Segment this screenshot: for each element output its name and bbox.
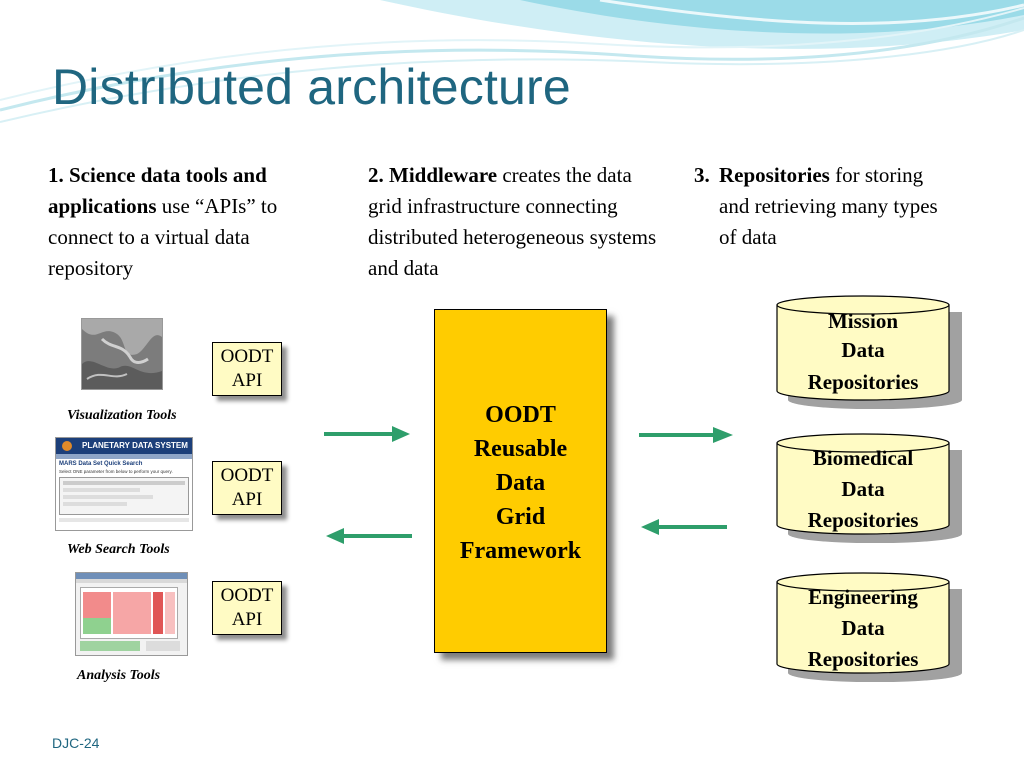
arrow-left-icon: [641, 519, 727, 535]
web-search-tool-image: PLANETARY DATA SYSTEM MARS Data Set Quic…: [55, 437, 193, 531]
analysis-tool-image: [75, 572, 188, 656]
arrow-right-icon: [639, 427, 733, 443]
arrow-left-icon: [326, 528, 412, 544]
screenshot-text: Select ONE parameter from below to perfo…: [59, 469, 173, 474]
tool-caption: Analysis Tools: [77, 668, 161, 683]
visualization-tool-image: [81, 318, 163, 390]
page-title: Distributed architecture: [52, 59, 571, 115]
oodt-framework-box: OODT Reusable Data Grid Framework: [434, 309, 607, 653]
column-text: use “APIs” to connect to a virtual data …: [48, 194, 278, 280]
column-repositories: 3. Repositories for storing and retrievi…: [694, 160, 954, 253]
column-number: 3.: [694, 163, 710, 187]
tool-caption: Visualization Tools: [67, 408, 177, 423]
column-text: for storing and retrieving many types of…: [719, 163, 938, 249]
repository-cylinder-biomedical: Biomedical Data Repositories: [776, 433, 962, 543]
repository-cylinder-engineering: Engineering Data Repositories: [776, 572, 962, 682]
column-heading: Repositories: [719, 163, 830, 187]
screenshot-subtitle: MARS Data Set Quick Search: [59, 461, 143, 467]
header-waves: [0, 0, 1024, 123]
repository-cylinder-mission: Mission Data Repositories: [776, 295, 962, 409]
column-middleware: 2. Middleware creates the data grid infr…: [368, 160, 668, 284]
arrow-right-icon: [324, 426, 410, 442]
slide-footer: DJC-24: [52, 735, 100, 751]
column-text: creates the data grid infrastructure con…: [368, 163, 657, 280]
column-heading: 1. Science data tools and applications: [48, 163, 267, 218]
screenshot-header: PLANETARY DATA SYSTEM: [82, 441, 188, 450]
column-science-tools: 1. Science data tools and applications u…: [48, 160, 333, 284]
tool-caption: Web Search Tools: [67, 542, 170, 557]
column-heading: 2. Middleware: [368, 163, 498, 187]
